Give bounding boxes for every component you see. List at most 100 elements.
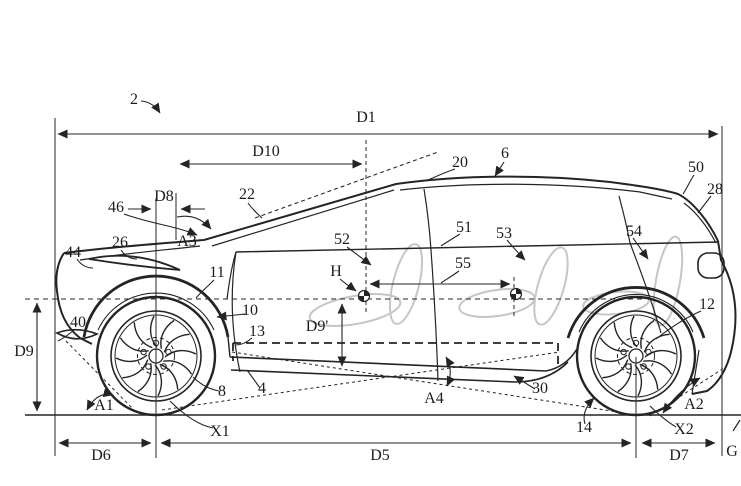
leader-6 xyxy=(494,161,505,177)
label-30: 30 xyxy=(532,380,548,397)
leader-20 xyxy=(427,168,456,181)
breakover-line-rear xyxy=(231,351,619,413)
label-d7: D7 xyxy=(669,447,689,464)
arc-a3 xyxy=(176,215,212,230)
leader-x2 xyxy=(649,405,677,428)
label-a4: A4 xyxy=(424,390,444,407)
label-44: 44 xyxy=(65,244,81,261)
leader-22 xyxy=(247,202,263,219)
second-row-cushion xyxy=(458,288,536,318)
leader-55 xyxy=(440,270,460,284)
rear-wheel xyxy=(577,297,695,415)
body-upper-outline xyxy=(63,175,737,395)
label-22: 22 xyxy=(239,186,255,203)
label-a2: A2 xyxy=(684,396,704,413)
leader-11 xyxy=(195,279,215,299)
leader-x1 xyxy=(169,400,214,429)
leader-h xyxy=(339,278,357,292)
label-d1: D1 xyxy=(356,109,376,126)
leader-fig-ref xyxy=(140,100,161,114)
label-d9-prime: D9' xyxy=(306,318,329,335)
leader-8 xyxy=(192,376,220,392)
label-x1: X1 xyxy=(210,423,230,440)
label-40: 40 xyxy=(70,314,86,331)
g-slash-fragment xyxy=(732,419,741,432)
beltline xyxy=(235,241,720,253)
leader-10 xyxy=(216,311,246,321)
label-10: 10 xyxy=(242,302,258,319)
label-20: 20 xyxy=(452,154,468,171)
label-46: 46 xyxy=(108,199,124,216)
leader-44 xyxy=(76,258,94,269)
dimension-lines xyxy=(32,129,741,448)
label-50: 50 xyxy=(688,159,704,176)
label-h: H xyxy=(330,263,342,280)
label-6: 6 xyxy=(501,145,509,162)
arc-a2 xyxy=(662,377,701,414)
label-4: 4 xyxy=(258,380,266,397)
rear-hatch-inner-line xyxy=(683,202,717,244)
label-55: 55 xyxy=(455,255,471,272)
leader-4 xyxy=(246,369,261,389)
leader-lines xyxy=(57,100,712,429)
front-lip-blade xyxy=(55,328,100,340)
leader-50 xyxy=(682,174,695,195)
leader-46 xyxy=(123,213,198,236)
reference-lines xyxy=(25,118,741,458)
label-11: 11 xyxy=(209,264,224,281)
rear-arch-inner-lip xyxy=(578,293,694,333)
label-13: 13 xyxy=(249,323,265,340)
seat-outlines xyxy=(308,235,684,327)
leader-14 xyxy=(583,397,595,425)
label-52: 52 xyxy=(334,231,350,248)
label-a3: A3 xyxy=(177,233,197,250)
windscreen-inner-line xyxy=(211,189,395,247)
leader-13 xyxy=(235,337,253,346)
rear-hip-point-symbol xyxy=(509,287,523,301)
leader-28 xyxy=(697,195,712,214)
leader-54 xyxy=(632,237,649,260)
leader-51 xyxy=(440,233,461,247)
label-12: 12 xyxy=(699,296,715,313)
label-53: 53 xyxy=(496,225,512,242)
b-pillar-line xyxy=(423,188,439,382)
breakover-line-front xyxy=(161,351,561,411)
leader-26 xyxy=(120,249,138,260)
leader-40 xyxy=(57,329,75,342)
third-row-backrest xyxy=(652,235,684,327)
label-fig-ref: 2 xyxy=(130,91,138,108)
label-51: 51 xyxy=(456,219,472,236)
windscreen-extension-dashed xyxy=(254,151,439,219)
label-g: G xyxy=(726,443,738,460)
label-26: 26 xyxy=(112,234,128,251)
leader-53 xyxy=(506,239,526,261)
c-pillar-line xyxy=(618,195,662,334)
front-door-edge xyxy=(231,251,241,373)
front-wheel-arch xyxy=(82,274,230,338)
label-a1: A1 xyxy=(94,397,114,414)
label-54: 54 xyxy=(626,223,642,240)
front-hip-point-symbol xyxy=(357,289,371,303)
text-labels: 2 D1 D10 D8 46 26 44 A3 22 20 6 50 28 51… xyxy=(14,91,738,464)
rear-lamp-detail xyxy=(697,252,725,279)
label-8: 8 xyxy=(218,383,226,400)
label-28: 28 xyxy=(707,181,723,198)
leader-30 xyxy=(513,375,536,390)
label-d5: D5 xyxy=(370,447,390,464)
front-arch-inner-lip xyxy=(97,292,215,331)
arc-a1 xyxy=(86,388,114,411)
car-body xyxy=(55,175,737,395)
leader-52 xyxy=(346,246,372,266)
label-14: 14 xyxy=(576,419,592,436)
headlamp-blade xyxy=(88,254,181,271)
label-d9: D9 xyxy=(14,343,34,360)
label-x2: X2 xyxy=(674,421,694,438)
arc-a4 xyxy=(445,356,456,387)
second-row-backrest xyxy=(533,246,569,326)
angle-arcs xyxy=(86,215,701,414)
front-seat-cushion xyxy=(308,293,402,327)
label-d10: D10 xyxy=(252,143,280,160)
sill-top-line xyxy=(229,348,578,372)
